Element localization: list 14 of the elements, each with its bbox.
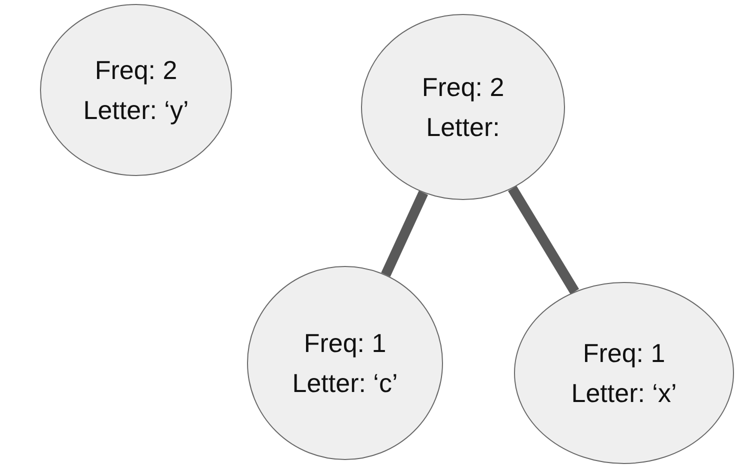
tree-node	[361, 14, 565, 200]
tree-node	[40, 4, 232, 176]
node-text: Freq: 2	[422, 71, 504, 104]
node-text: Letter: ‘y’	[83, 94, 189, 127]
node-text: Letter:	[426, 111, 500, 144]
connector-line	[381, 190, 428, 277]
tree-node	[247, 266, 443, 460]
node-text: Letter: ‘x’	[571, 377, 677, 410]
node-text: Freq: 1	[582, 337, 666, 370]
node-text: Freq: 1	[304, 327, 386, 360]
node-text: Freq: 2	[94, 54, 178, 87]
tree-node	[514, 282, 734, 464]
connector-line	[508, 186, 580, 294]
node-text: Letter: ‘c’	[292, 367, 398, 400]
